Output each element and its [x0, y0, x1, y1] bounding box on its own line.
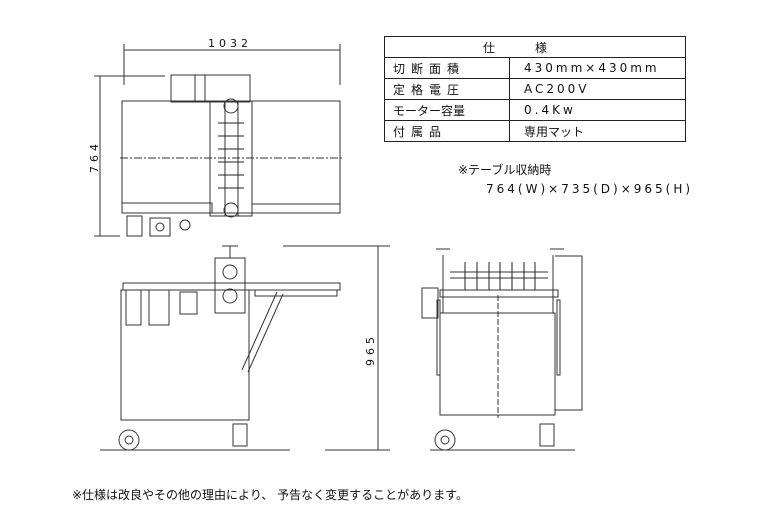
spec-label: 定格電圧	[384, 78, 510, 100]
spec-row: 付属品専用マット	[384, 120, 686, 142]
top-view	[94, 44, 342, 237]
dimension-height: 965	[364, 333, 377, 366]
footnote: ※仕様は改良やその他の理由により、 予告なく変更することがあります。	[72, 488, 468, 502]
spec-value: AC200V	[509, 78, 686, 100]
side-view	[421, 248, 583, 451]
spec-value: 0.4Kw	[509, 99, 686, 121]
spec-label: 付属品	[384, 120, 510, 142]
spec-header: 仕様	[384, 36, 686, 58]
spec-label: 切断面積	[384, 57, 510, 79]
front-view	[100, 245, 390, 451]
storage-note-title: ※テーブル収納時	[458, 163, 552, 177]
spec-value: 専用マット	[509, 120, 686, 142]
spec-label: モーター容量	[384, 99, 510, 121]
storage-note-dimensions: 764(W)×735(D)×965(H)	[486, 182, 694, 196]
dimension-top-depth: 764	[88, 140, 101, 173]
dimension-top-width: 1032	[208, 37, 252, 50]
spec-value: 430mm×430mm	[509, 57, 686, 79]
